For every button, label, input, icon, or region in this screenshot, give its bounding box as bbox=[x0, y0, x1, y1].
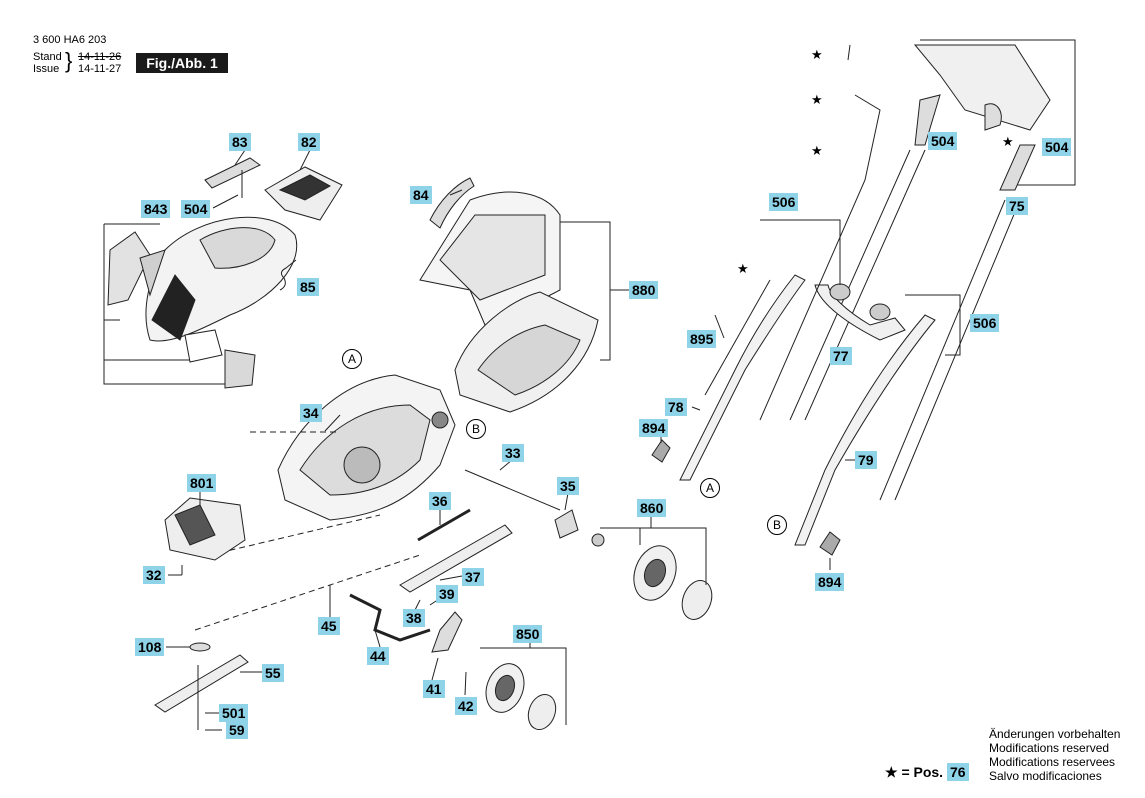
callout-36[interactable]: 36 bbox=[429, 492, 451, 510]
callout-82[interactable]: 82 bbox=[298, 133, 320, 151]
callout-504-right[interactable]: 504 bbox=[1042, 138, 1072, 156]
lever-part bbox=[399, 524, 513, 593]
flap-part bbox=[429, 177, 475, 229]
callout-76[interactable]: 76 bbox=[947, 763, 969, 781]
callout-504-cover[interactable]: 504 bbox=[181, 200, 211, 218]
callout-44[interactable]: 44 bbox=[367, 647, 389, 665]
callout-895[interactable]: 895 bbox=[687, 330, 717, 348]
handle-grip-part bbox=[204, 157, 261, 189]
callout-860[interactable]: 860 bbox=[637, 499, 667, 517]
modification-notes: Änderungen vorbehalten Modifications res… bbox=[989, 727, 1120, 783]
callout-880[interactable]: 880 bbox=[629, 281, 659, 299]
note-en: Modifications reserved bbox=[989, 741, 1110, 755]
note-es: Salvo modificaciones bbox=[989, 769, 1102, 783]
spring-part bbox=[279, 259, 297, 291]
callout-78[interactable]: 78 bbox=[665, 398, 687, 416]
doc-number: 3 600 HA6 203 bbox=[33, 34, 107, 46]
callout-37[interactable]: 37 bbox=[462, 568, 484, 586]
ref-b-deck: B bbox=[466, 419, 486, 439]
callout-801[interactable]: 801 bbox=[187, 474, 217, 492]
cover-group-bracket bbox=[103, 223, 250, 385]
callout-59[interactable]: 59 bbox=[226, 721, 248, 739]
note-de: Änderungen vorbehalten bbox=[989, 727, 1121, 741]
ref-a-deck: A bbox=[342, 349, 362, 369]
motor-part bbox=[164, 497, 246, 575]
callout-84[interactable]: 84 bbox=[410, 186, 432, 204]
callout-85[interactable]: 85 bbox=[297, 278, 319, 296]
svg-text:★: ★ bbox=[811, 48, 823, 63]
issue-label: Issue bbox=[33, 63, 60, 75]
bracket-part bbox=[431, 611, 463, 653]
mower-deck-part bbox=[194, 374, 456, 631]
star-markers: ★ ★ ★ ★ ★ bbox=[737, 48, 1014, 277]
callout-33[interactable]: 33 bbox=[502, 444, 524, 462]
callout-55[interactable]: 55 bbox=[262, 664, 284, 682]
spring-bar-part bbox=[417, 508, 471, 542]
axle-rod-part bbox=[464, 469, 561, 511]
handle-part bbox=[651, 39, 1076, 556]
figure-label: Fig./Abb. 1 bbox=[136, 53, 228, 73]
callout-501[interactable]: 501 bbox=[219, 704, 249, 722]
svg-text:★: ★ bbox=[737, 262, 749, 277]
cable-part bbox=[704, 44, 881, 421]
front-wheel-part bbox=[591, 516, 713, 620]
callout-504-left[interactable]: 504 bbox=[928, 132, 958, 150]
brace-icon: } bbox=[65, 48, 73, 73]
callout-75[interactable]: 75 bbox=[1006, 197, 1028, 215]
star-legend: ★ = Pos. bbox=[885, 764, 944, 780]
blade-part bbox=[154, 642, 249, 730]
svg-text:★: ★ bbox=[811, 144, 823, 159]
rear-wheel-part bbox=[480, 642, 567, 730]
callout-32[interactable]: 32 bbox=[143, 566, 165, 584]
svg-text:★: ★ bbox=[1002, 135, 1014, 150]
callout-894-upper[interactable]: 894 bbox=[639, 419, 669, 437]
callout-77[interactable]: 77 bbox=[830, 347, 852, 365]
callout-894-lower[interactable]: 894 bbox=[815, 573, 845, 591]
callout-79[interactable]: 79 bbox=[855, 451, 877, 469]
callout-843[interactable]: 843 bbox=[141, 200, 171, 218]
callout-41[interactable]: 41 bbox=[423, 680, 445, 698]
callout-506-lower[interactable]: 506 bbox=[970, 314, 1000, 332]
callout-35[interactable]: 35 bbox=[557, 477, 579, 495]
ref-b-handle: B bbox=[767, 515, 787, 535]
callout-38[interactable]: 38 bbox=[403, 609, 425, 627]
note-fr: Modifications reservees bbox=[989, 755, 1116, 769]
callout-506-upper[interactable]: 506 bbox=[769, 193, 799, 211]
callout-83[interactable]: 83 bbox=[229, 133, 251, 151]
callout-34[interactable]: 34 bbox=[300, 404, 322, 422]
callout-108[interactable]: 108 bbox=[135, 638, 165, 656]
stand-label: Stand bbox=[33, 51, 62, 63]
callout-45[interactable]: 45 bbox=[318, 617, 340, 635]
grass-box-part bbox=[419, 191, 630, 413]
callout-39[interactable]: 39 bbox=[436, 585, 458, 603]
cover-part bbox=[107, 216, 298, 389]
clip-part bbox=[554, 509, 579, 539]
ref-a-handle: A bbox=[700, 478, 720, 498]
svg-text:★: ★ bbox=[811, 93, 823, 108]
stand-date: 14-11-26 bbox=[78, 51, 122, 63]
callout-850[interactable]: 850 bbox=[513, 625, 543, 643]
callout-42[interactable]: 42 bbox=[455, 697, 477, 715]
issue-date: 14-11-27 bbox=[78, 63, 122, 75]
